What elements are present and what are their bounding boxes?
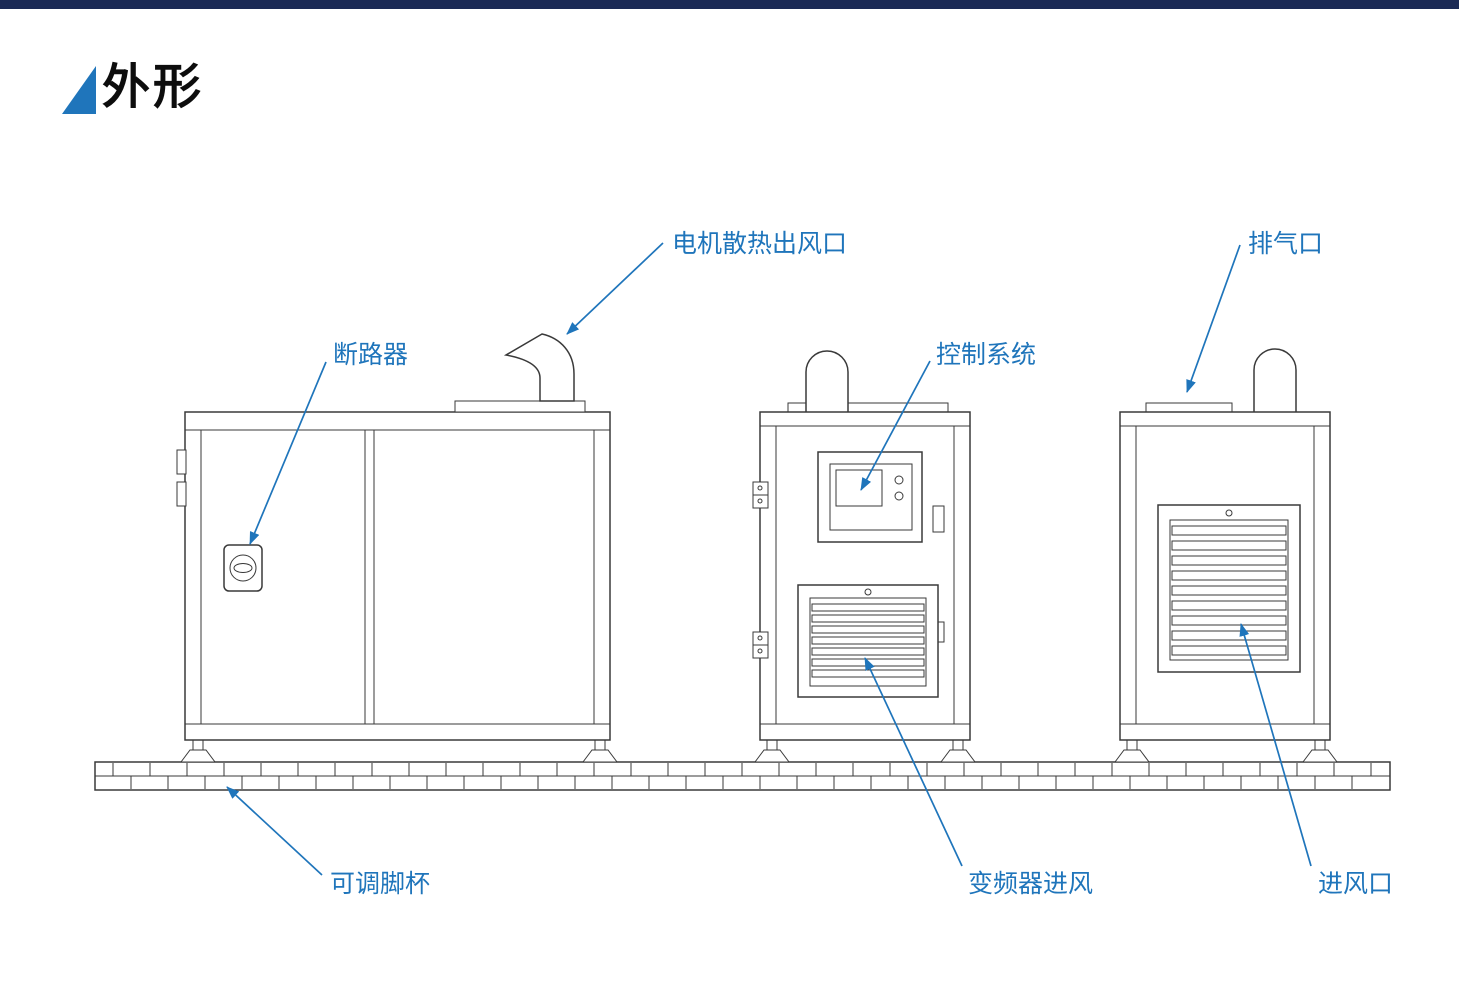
triangle-bullet-icon: [62, 66, 96, 114]
leader-motor-outlet: [566, 242, 664, 335]
machine-side-view: [176, 333, 611, 741]
louver-slats: [1171, 525, 1287, 656]
motor-cooling-duct: [454, 333, 586, 413]
adjustable-foot: [1302, 739, 1338, 763]
hinge: [752, 631, 769, 659]
label-inverter-intake: 变频器进风: [968, 870, 1093, 898]
adjustable-foot: [582, 739, 618, 763]
hinge: [176, 449, 187, 475]
inverter-intake-louver: [797, 584, 939, 698]
section-title-block: 外形: [62, 52, 204, 114]
exhaust-plate: [1145, 402, 1233, 413]
section-title: 外形: [102, 61, 205, 114]
label-adjustable-foot: 可调脚杯: [330, 870, 430, 898]
leader-inverter-intake: [864, 657, 963, 867]
label-exhaust-port: 排气口: [1248, 230, 1323, 258]
leader-adjustable-foot: [226, 786, 323, 876]
adjustable-foot: [180, 739, 216, 763]
leader-control-system: [860, 360, 931, 491]
ground-base: [94, 761, 1391, 791]
leader-air-inlet: [1239, 623, 1312, 867]
control-panel: [817, 451, 923, 543]
machine-rear-view: [1119, 348, 1331, 741]
top-tube: [805, 350, 849, 412]
label-circuit-breaker: 断路器: [333, 341, 408, 369]
hinge: [752, 481, 769, 509]
latch: [932, 505, 945, 533]
adjustable-feet: [180, 739, 1338, 763]
label-motor-outlet: 电机散热出风口: [672, 230, 847, 258]
top-tube: [1253, 348, 1297, 412]
label-control-system: 控制系统: [936, 341, 1036, 369]
brick-hatch-pattern: [112, 763, 1372, 789]
adjustable-foot: [940, 739, 976, 763]
leader-exhaust-port: [1186, 244, 1241, 393]
top-navy-bar: [0, 0, 1459, 9]
hinge: [176, 481, 187, 507]
adjustable-foot: [754, 739, 790, 763]
circuit-breaker-box: [223, 544, 263, 592]
label-air-inlet: 进风口: [1318, 870, 1393, 898]
adjustable-foot: [1114, 739, 1150, 763]
air-inlet-louver: [1157, 504, 1301, 673]
machine-front-view: [752, 350, 971, 741]
leader-circuit-breaker: [249, 361, 327, 545]
